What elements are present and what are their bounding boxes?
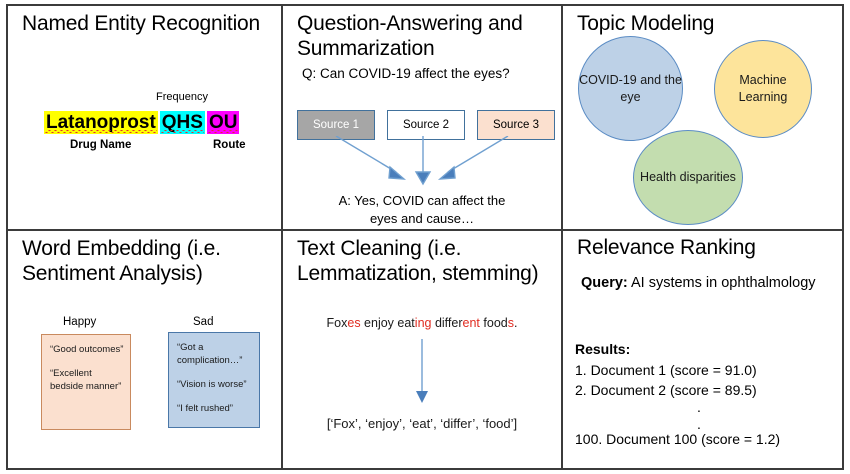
qa-arrow-line-3 [447, 136, 509, 173]
figure-border-bottom [6, 468, 844, 470]
cleaning-token: . [513, 316, 518, 330]
embedding-sad-label: Sad [193, 316, 214, 328]
ranking-ellipsis-dot: . [697, 416, 701, 432]
cleaning-token: food [479, 316, 508, 330]
grid-divider-vertical-2 [561, 4, 563, 470]
cleaning-token: enjoy eat [360, 316, 415, 330]
cleaning-suffix: s [507, 316, 514, 330]
ranking-ellipsis: . . [575, 399, 823, 433]
ner-frequency-label: Frequency [156, 91, 208, 103]
page-title: Named Entity Recognition [22, 12, 260, 35]
ranking-ellipsis-dot: . [697, 399, 701, 415]
page-title: Question-Answering and Summarization [297, 12, 523, 60]
ner-entity-route: OU [206, 111, 240, 134]
qa-question-text: Q: Can COVID-19 affect the eyes? [302, 66, 510, 81]
qa-arrow-head-2 [414, 171, 432, 186]
embedding-happy-item: “Good outcomes” [50, 344, 124, 355]
qa-answer-line-2: eyes and cause… [369, 211, 475, 226]
ranking-results-label: Results: [575, 341, 631, 357]
ner-route-label: Route [213, 139, 246, 151]
ner-drug-name-label: Drug Name [70, 139, 132, 151]
panel-named-entity-recognition: Named Entity Recognition Frequency Latan… [8, 6, 281, 229]
qa-answer-line-1: A: Yes, COVID can affect the [338, 193, 506, 208]
cleaning-token: differ [431, 316, 463, 330]
topic-circle-machine-learning: Machine Learning [714, 40, 812, 138]
ranking-query: Query: AI systems in ophthalmology [581, 273, 829, 294]
qa-source-box-2: Source 2 [387, 110, 465, 140]
embedding-sad-item: “Vision is worse” [177, 379, 247, 390]
qa-source-list: Source 1 Source 2 Source 3 [297, 110, 555, 140]
embedding-sad-item: “I felt rushed” [177, 403, 233, 414]
ner-entity-drug-text: Latanoprost [46, 112, 156, 133]
topic-circle-health-disparities: Health disparities [633, 130, 743, 225]
ner-entity-frequency: QHS [159, 111, 205, 134]
ner-entity-drug: Latanoprost [44, 111, 158, 134]
qa-arrows-group [335, 136, 509, 186]
page-title: Text Cleaning (i.e. Lemmatization, stemm… [297, 237, 539, 285]
panel-question-answering: Question-Answering and Summarization Q: … [283, 6, 561, 229]
embedding-sad-box: “Got a complication…” “Vision is worse” … [168, 332, 260, 428]
spellcheck-squiggle-icon [45, 130, 157, 133]
embedding-happy-item: “Excellent bedside manner” [50, 368, 122, 392]
ranking-result-item: 1. Document 1 (score = 91.0) [575, 362, 757, 378]
topic-circle-covid: COVID-19 and the eye [578, 36, 683, 141]
grid-divider-horizontal [6, 229, 844, 231]
cleaning-suffix: ent [462, 316, 480, 330]
qa-arrow-head-3 [437, 165, 456, 180]
spellcheck-squiggle-icon [207, 130, 239, 133]
embedding-happy-box: “Good outcomes” “Excellent bedside manne… [41, 334, 131, 430]
cleaning-suffix: ing [414, 316, 432, 330]
qa-arrow-line-1 [335, 136, 397, 173]
panel-relevance-ranking: Relevance Ranking Query: AI systems in o… [563, 231, 842, 468]
panel-topic-modeling: Topic Modeling COVID-19 and the eye Mach… [563, 6, 842, 229]
ner-entity-route-text: OU [208, 112, 238, 133]
ranking-result-item: 2. Document 2 (score = 89.5) [575, 382, 757, 398]
cleaning-token: Fox [326, 316, 348, 330]
cleaning-suffix: es [347, 316, 361, 330]
panel-text-cleaning: Text Cleaning (i.e. Lemmatization, stemm… [283, 231, 561, 468]
grid-divider-vertical-1 [281, 4, 283, 470]
ranking-query-label: Query: [581, 275, 628, 291]
ner-annotated-sentence: Latanoprost QHS OU [44, 111, 240, 134]
page-title: Topic Modeling [577, 12, 715, 35]
figure-border-right [842, 4, 844, 470]
qa-source-box-1: Source 1 [297, 110, 375, 140]
embedding-sad-item: “Got a complication…” [177, 342, 243, 366]
page-title: Relevance Ranking [577, 236, 756, 259]
page-title: Word Embedding (i.e. Sentiment Analysis) [22, 237, 221, 285]
spellcheck-squiggle-icon [160, 130, 204, 133]
ranking-result-item: 100. Document 100 (score = 1.2) [575, 431, 781, 447]
figure-border-top [6, 4, 844, 6]
qa-answer-text: A: Yes, COVID can affect the eyes and ca… [283, 192, 561, 228]
figure-border-left [6, 4, 8, 470]
panel-word-embedding: Word Embedding (i.e. Sentiment Analysis)… [8, 231, 281, 468]
qa-arrow-head-1 [388, 165, 407, 180]
qa-source-box-3: Source 3 [477, 110, 555, 140]
cleaning-down-arrow-icon [416, 339, 428, 403]
ranking-query-text: AI systems in ophthalmology [627, 275, 816, 291]
cleaning-output-tokens: [‘Fox’, ‘enjoy’, ‘eat’, ‘differ’, ‘food’… [326, 416, 518, 431]
ner-entity-frequency-text: QHS [161, 112, 203, 133]
cleaning-input-sentence: Foxes enjoy eating different foods. [283, 316, 561, 330]
embedding-happy-label: Happy [63, 316, 97, 328]
